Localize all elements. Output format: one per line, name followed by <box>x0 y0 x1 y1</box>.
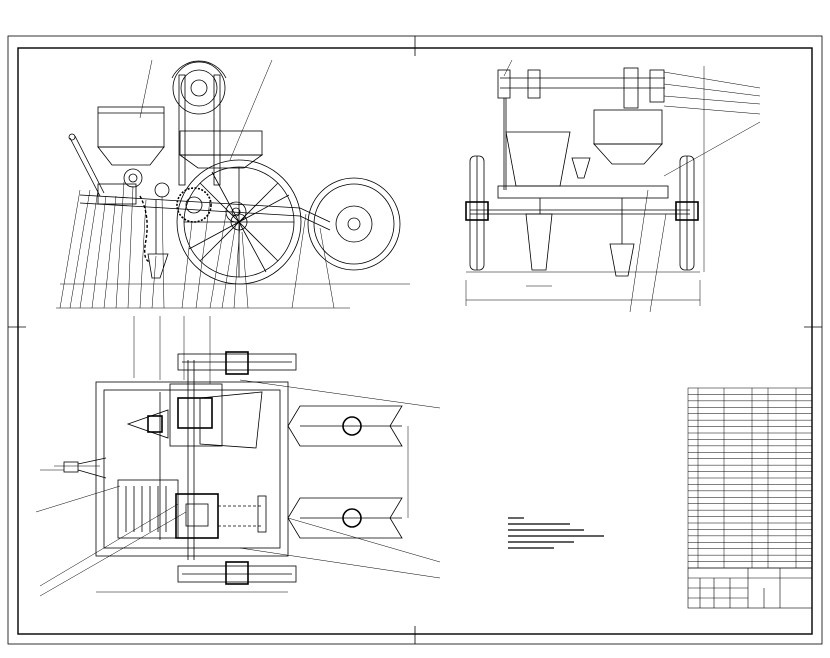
press-wheel <box>307 177 401 271</box>
parts-list-table <box>687 387 813 569</box>
plan-upper-unit <box>126 383 263 449</box>
title-block <box>687 567 813 609</box>
plan-press-wheel-lower <box>287 497 403 539</box>
seed-hopper-left <box>97 106 165 166</box>
plan-wheel-top <box>177 351 297 375</box>
rear-wheel-right <box>675 155 699 271</box>
plan-press-wheel-upper <box>287 405 403 447</box>
chain-drive <box>171 60 227 186</box>
plan-wheel-bottom <box>177 561 297 585</box>
hopper-icon <box>505 109 663 187</box>
rear-dimensions <box>465 59 761 313</box>
top-shaft <box>497 67 665 190</box>
furrow-openers <box>525 198 635 277</box>
technical-notes <box>508 517 604 549</box>
wheel-icon <box>176 159 302 285</box>
side-elevation-view <box>56 59 410 309</box>
seed-tube <box>139 195 169 279</box>
sheet-border <box>7 35 823 645</box>
leader-lines <box>56 59 350 309</box>
rear-frame <box>470 185 690 215</box>
plan-view <box>35 316 441 597</box>
plan-tongue <box>63 457 107 479</box>
fertilizer-hopper <box>178 130 264 169</box>
plan-leaders <box>35 316 441 597</box>
rear-elevation-view <box>465 59 761 313</box>
gear-icon <box>123 168 247 223</box>
rear-wheel-left <box>465 155 489 271</box>
plan-axles <box>159 360 195 560</box>
handle <box>68 133 105 197</box>
plan-lower-unit <box>117 479 267 539</box>
